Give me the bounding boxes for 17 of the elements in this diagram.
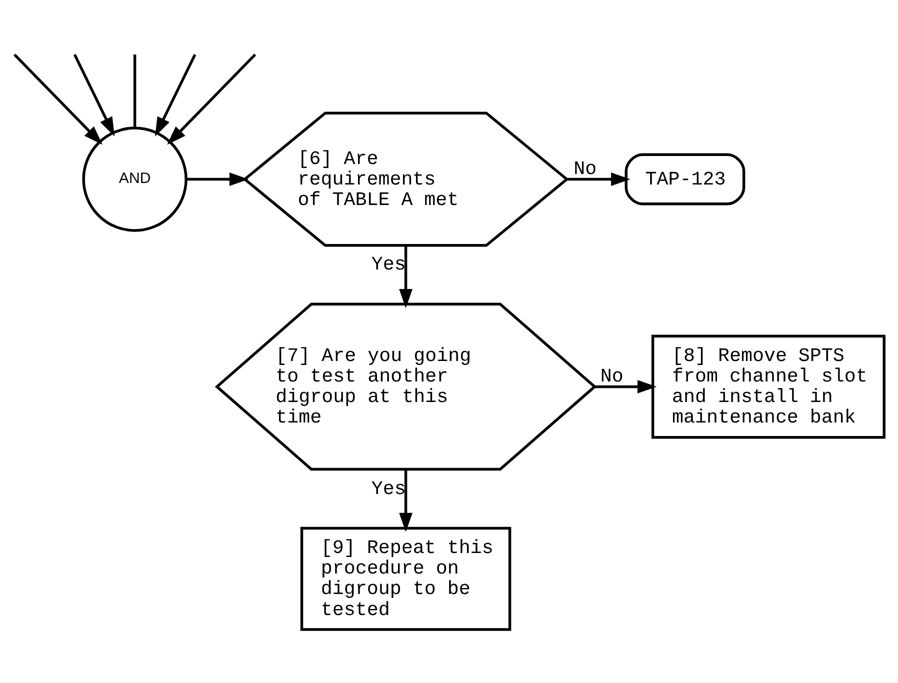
arrow (567, 172, 630, 186)
edge-label: No (574, 158, 597, 180)
node-box: [9] Repeat this procedure on digroup to be tested (300, 526, 512, 631)
arrow (399, 470, 413, 532)
connector (133, 54, 136, 128)
node-box: TAP-123 (624, 153, 746, 206)
arrow (155, 54, 196, 136)
arrow (594, 380, 657, 394)
edge-label: No (600, 366, 624, 388)
arrow (399, 245, 413, 308)
edge-label: Yes (371, 478, 406, 500)
arrow (13, 54, 103, 145)
arrow (73, 54, 115, 136)
arrow (167, 54, 256, 145)
arrow (186, 172, 249, 186)
node-box: [8] Remove SPTS from channel slot and install in maintenance bank (651, 334, 886, 439)
edge-label: Yes (371, 253, 406, 276)
